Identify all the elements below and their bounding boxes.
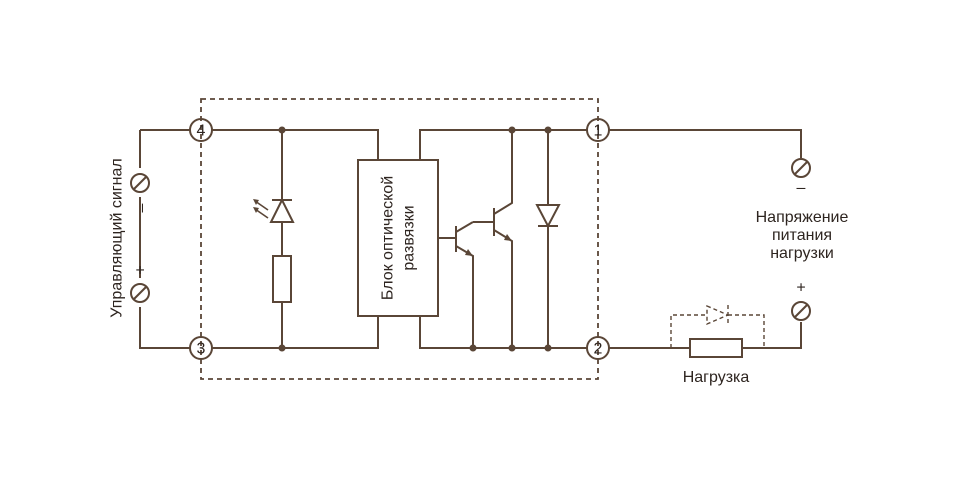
terminal-3-number: 3 bbox=[197, 341, 206, 358]
terminal-1-number: 1 bbox=[594, 123, 603, 140]
supply-minus-screw-terminal bbox=[791, 158, 811, 178]
load-label: Нагрузка bbox=[683, 369, 750, 386]
protective-diode-icon bbox=[535, 130, 561, 348]
supply-voltage-label-line3: нагрузки bbox=[770, 245, 834, 262]
opto-block-label-line1: Блок оптической bbox=[380, 176, 397, 300]
terminal-3: 3 bbox=[189, 336, 213, 360]
terminal-2-number: 2 bbox=[594, 341, 603, 358]
load-circuit-wiring bbox=[609, 129, 802, 349]
relay-housing-outline bbox=[200, 98, 599, 380]
control-plus-screw-terminal bbox=[130, 283, 150, 303]
terminal-4: 4 bbox=[189, 118, 213, 142]
load-resistor bbox=[689, 338, 743, 358]
terminal-1: 1 bbox=[586, 118, 610, 142]
control-minus-screw-terminal bbox=[130, 173, 150, 193]
control-minus-mark: – bbox=[134, 203, 151, 212]
led-indicator-branch bbox=[253, 126, 295, 352]
terminal-2: 2 bbox=[586, 336, 610, 360]
darlington-transistor-pair bbox=[438, 130, 513, 348]
supply-voltage-label-line2: питания bbox=[772, 227, 832, 244]
supply-plus-screw-terminal bbox=[791, 301, 811, 321]
terminal-4-number: 4 bbox=[197, 123, 206, 140]
opto-block-label-line2: развязки bbox=[401, 205, 418, 270]
control-plus-mark: + bbox=[133, 265, 150, 274]
supply-plus-mark: + bbox=[796, 280, 805, 297]
led-resistor bbox=[272, 255, 292, 303]
supply-minus-mark: – bbox=[797, 180, 806, 197]
control-input-wiring bbox=[139, 129, 379, 349]
led-diode-icon bbox=[253, 197, 295, 223]
supply-voltage-label-line1: Напряжение bbox=[756, 209, 849, 226]
optical-isolation-block: Блок оптической развязки bbox=[357, 159, 439, 317]
optional-flyback-diode-icon bbox=[670, 304, 765, 348]
control-signal-label: Управляющий сигнал bbox=[109, 158, 126, 317]
